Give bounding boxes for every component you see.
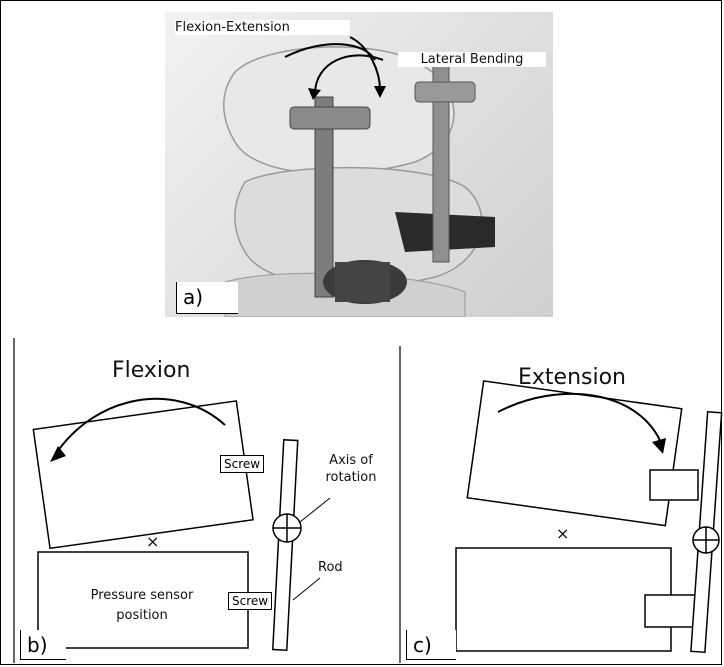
spine-render-graphic (223, 36, 495, 317)
flexion-arrow (54, 397, 226, 456)
flexion-screw-bottom-label: Screw (228, 592, 273, 610)
panel-c-label: c) (406, 630, 456, 660)
panel-c-title: Extension (518, 365, 627, 390)
pressure-sensor-label: Pressure sensor position (52, 586, 232, 626)
pressure-label-line1: Pressure sensor (90, 588, 194, 603)
extension-arrow (497, 392, 663, 446)
extension-top-block (466, 380, 683, 527)
axis-of-rotation-label: Axis of rotation (322, 452, 380, 486)
annotation-lateral-bending: Lateral Bending (398, 52, 546, 67)
annotation-flexion-extension: Flexion-Extension (175, 20, 350, 35)
flexion-rod (271, 438, 299, 652)
pressure-label-line2: position (116, 608, 168, 623)
extension-screw-top (649, 469, 699, 501)
flexion-bottom-block (37, 551, 249, 649)
panel-b-label: b) (20, 630, 66, 660)
extension-bottom-block (455, 547, 672, 652)
extension-screw-bottom (644, 594, 698, 628)
flexion-top-block (32, 400, 254, 550)
rod-label: Rod (318, 560, 343, 575)
panel-a-label: a) (176, 282, 238, 314)
flexion-pressure-marker: × (146, 532, 160, 551)
extension-pressure-marker: × (556, 524, 570, 543)
spine-render (165, 12, 553, 317)
axis-label-line1: Axis of (329, 453, 373, 468)
panel-b-title: Flexion (112, 358, 191, 383)
axis-label-line2: rotation (325, 470, 377, 485)
flexion-screw-top-label: Screw (220, 455, 265, 473)
